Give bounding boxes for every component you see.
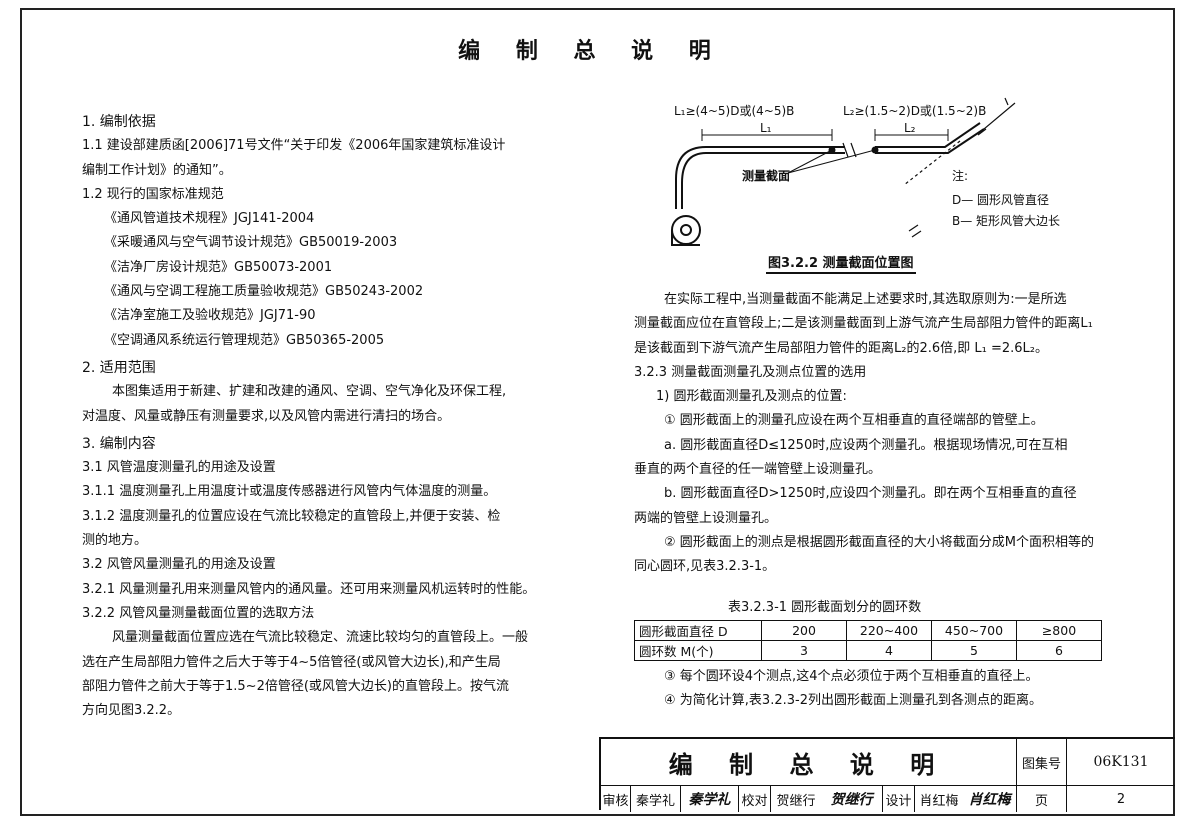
design-name: 肖红梅 <box>919 793 959 809</box>
text-line: 在实际工程中,当测量截面不能满足上述要求时,其选取原则为:一是所选 <box>664 292 1067 307</box>
check-signature: 贺继行 <box>821 786 883 812</box>
l2-requirement-label: L₂≥(1.5~2)D或(1.5~2)B <box>843 104 987 118</box>
text-line: 本图集适用于新建、扩建和改建的通风、空调、空气净化及环保工程, <box>112 384 507 400</box>
l1-dimension-label: L₁ <box>760 121 772 135</box>
fan-icon <box>671 215 701 245</box>
row-header: 圆形截面直径 D <box>634 620 762 641</box>
table-cell: 4 <box>846 640 932 661</box>
text-line: 3.2 风管风量测量孔的用途及设置 <box>82 557 276 573</box>
text-line: 1.2 现行的国家标准规范 <box>82 186 224 202</box>
review-signature: 秦学礼 <box>681 786 739 812</box>
l2-dimension-label: L₂ <box>904 121 916 135</box>
text-line: 3.2.3 测量截面测量孔及测点位置的选用 <box>634 364 867 380</box>
text-line: 测的地方。 <box>82 533 148 549</box>
text-line: 垂直的两个直径的任一端管壁上设测量孔。 <box>634 462 882 478</box>
text-line: 对温度、风量或静压有测量要求,以及风管内需进行清扫的场合。 <box>82 408 451 424</box>
text-line: 《通风与空调工程施工质量验收规范》GB50243-2002 <box>104 284 424 300</box>
design-label: 设计 <box>883 786 915 812</box>
text-line: 3.1.2 温度测量孔的位置应设在气流比较稳定的直管段上,并便于安装、检 <box>82 508 501 524</box>
text-line: ④ 为简化计算,表3.2.3-2列出圆形截面上测量孔到各测点的距离。 <box>664 693 1042 709</box>
text-line: 编制工作计划》的通知”。 <box>82 162 232 178</box>
table-cell: 3 <box>761 640 847 661</box>
text-line: 3.2.1 风量测量孔用来测量风管内的通风量。还可用来测量风机运转时的性能。 <box>82 581 536 597</box>
section-label: 测量截面 <box>742 169 791 183</box>
text-line: 2. 适用范围 <box>82 359 156 376</box>
text-line: 部阻力管件之前大于等于1.5~2倍管径(或风管大边长)的直管段上。按气流 <box>82 678 509 694</box>
table-cell: 5 <box>931 640 1017 661</box>
text-line: 两端的管壁上设测量孔。 <box>634 510 778 526</box>
text-line: ① 圆形截面上的测量孔应设在两个互相垂直的直径端部的管壁上。 <box>664 413 1044 429</box>
check-name: 贺继行 <box>776 793 816 809</box>
text-line: b. 圆形截面直径D>1250时,应设四个测量孔。即在两个互相垂直的直径 <box>664 486 1077 502</box>
row-header: 圆环数 M(个) <box>634 640 762 661</box>
atlas-label: 图集号 <box>1017 739 1067 785</box>
text-line: 《空调通风系统运行管理规范》GB50365-2005 <box>104 332 385 348</box>
atlas-number: 06K131 <box>1093 754 1149 770</box>
text-line: 1. 编制依据 <box>82 114 156 130</box>
table-cell: 6 <box>1016 640 1102 661</box>
title-block-title: 编 制 总 说 明 <box>601 739 1017 785</box>
text-line: 3.1 风管温度测量孔的用途及设置 <box>82 460 276 476</box>
table-cell: 200 <box>761 620 847 641</box>
duct-bottom-wall <box>681 152 845 209</box>
text-line: 《洁净室施工及验收规范》JGJ71-90 <box>104 308 316 324</box>
text-line: 选在产生局部阻力管件之后大于等于4~5倍管径(或风管大边长),和产生局 <box>82 654 501 670</box>
check-label: 校对 <box>739 786 771 812</box>
page-label: 页 <box>1017 786 1067 812</box>
figure-measurement-section: L₁≥(4~5)D或(4~5)B L₂≥(1.5~2)D或(1.5~2)B L₁… <box>660 93 1100 283</box>
page-number: 2 <box>1116 791 1126 807</box>
text-line: 1.1 建设部建质函[2006]71号文件“关于印发《2006年国家建筑标准设计 <box>82 138 506 154</box>
text-line: 方向见图3.2.2。 <box>82 703 181 719</box>
text-line: 测量截面应位在直管段上;二是该测量截面到上游气流产生局部阻力管件的距离L₁ <box>634 316 1093 332</box>
review-name: 秦学礼 <box>631 786 681 812</box>
text-line: 是该截面到下游气流产生局部阻力管件的距离L₂的2.6倍,即 L₁ =2.6L₂。 <box>634 340 1049 356</box>
table-cell: 450~700 <box>931 620 1017 641</box>
figure-caption: 图3.2.2 测量截面位置图 <box>766 252 916 274</box>
note-d: D— 圆形风管直径 <box>952 193 1050 207</box>
duct-top-wall <box>675 146 845 209</box>
review-label: 审核 <box>601 786 631 812</box>
left-column: 1. 编制依据 1.1 建设部建质函[2006]71号文件“关于印发《2006年国… <box>82 107 552 723</box>
duct-right-top <box>875 122 981 148</box>
text-line: 3. 编制内容 <box>82 435 156 452</box>
page-title: 编 制 总 说 明 <box>458 39 725 64</box>
text-line: 3.1.1 温度测量孔上用温度计或温度传感器进行风管内气体温度的测量。 <box>82 484 497 500</box>
duct-right-bottom <box>875 128 985 154</box>
text-line: ② 圆形截面上的测点是根据圆形截面直径的大小将截面分成M个面积相等的 <box>664 534 1095 550</box>
design-signature: 肖红梅 <box>963 786 1017 812</box>
table-cell: ≥800 <box>1016 620 1102 641</box>
table-cell: 220~400 <box>846 620 932 641</box>
title-block: 编 制 总 说 明 图集号 06K131 审核 秦学礼 秦学礼 校对 贺继行 贺… <box>599 737 1175 812</box>
note-b: B— 矩形风管大边长 <box>952 214 1061 228</box>
after-table-text: ③ 每个圆环设4个测点,这4个点必须位于两个互相垂直的直径上。 ④ 为简化计算,表… <box>634 665 1042 714</box>
text-line: 3.2.2 风管风量测量截面位置的选取方法 <box>82 605 315 621</box>
text-line: 《采暖通风与空气调节设计规范》GB50019-2003 <box>104 235 398 251</box>
text-line: 1) 圆形截面测量孔及测点的位置: <box>656 389 847 405</box>
text-line: 同心圆环,见表3.2.3-1。 <box>634 559 776 575</box>
note-title: 注: <box>952 169 969 183</box>
l1-requirement-label: L₁≥(4~5)D或(4~5)B <box>674 104 795 118</box>
text-line: ③ 每个圆环设4个测点,这4个点必须位于两个互相垂直的直径上。 <box>664 669 1039 684</box>
text-line: a. 圆形截面直径D≤1250时,应设两个测量孔。根据现场情况,可在互相 <box>664 437 1068 453</box>
table-caption: 表3.2.3-1 圆形截面划分的圆环数 <box>728 600 922 615</box>
text-line: 风量测量截面位置应选在气流比较稳定、流速比较均匀的直管段上。一般 <box>112 630 529 646</box>
right-column: 在实际工程中,当测量截面不能满足上述要求时,其选取原则为:一是所选测量截面应位在… <box>634 288 1114 580</box>
duct-diagram <box>671 97 1016 246</box>
text-line: 《洁净厂房设计规范》GB50073-2001 <box>104 259 333 275</box>
text-line: 《通风管道技术规程》JGJ141-2004 <box>104 211 315 227</box>
